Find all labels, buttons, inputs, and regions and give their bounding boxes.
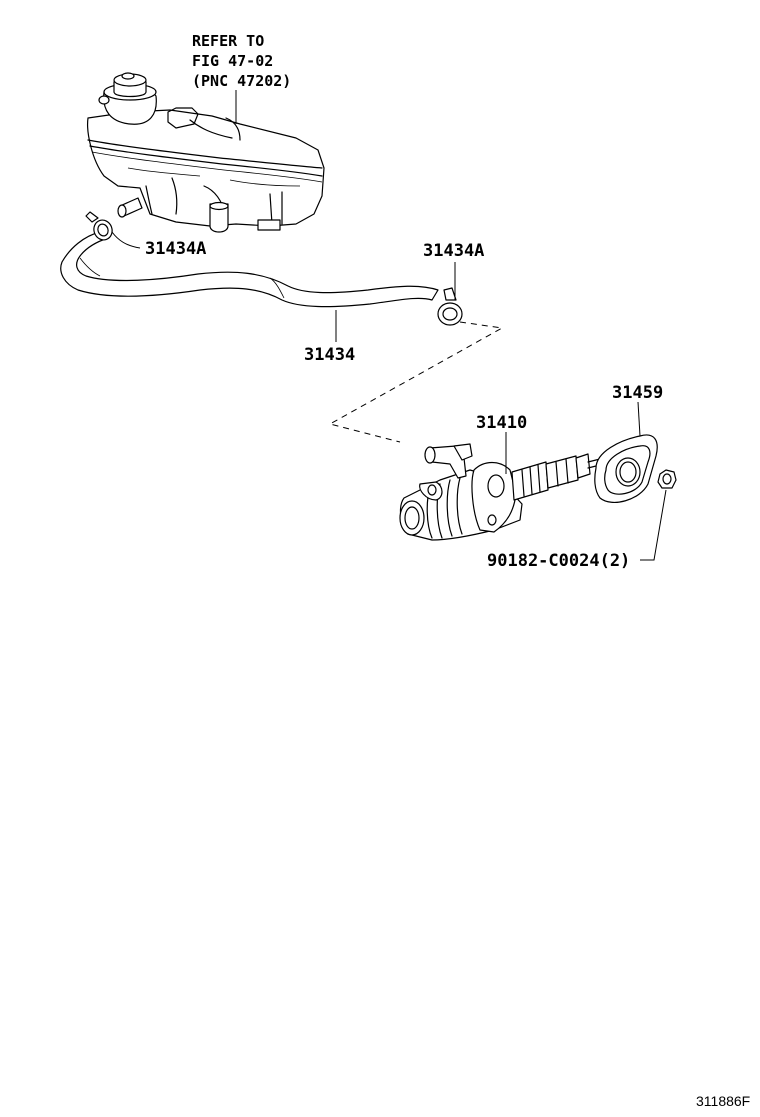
hose xyxy=(60,231,439,308)
reference-note: REFER TO FIG 47-02 (PNC 47202) xyxy=(192,32,291,90)
callout-clamp-left: 31434A xyxy=(145,239,206,259)
callout-clamp-right: 31434A xyxy=(423,241,484,261)
leader-lines xyxy=(111,90,667,561)
gasket xyxy=(594,434,658,503)
clamp-right xyxy=(437,287,463,326)
callout-gasket: 31459 xyxy=(612,383,663,403)
callout-hose: 31434 xyxy=(304,345,355,365)
brake-fluid-reservoir xyxy=(87,72,325,233)
callout-nut: 90182-C0024(2) xyxy=(487,551,630,571)
clamp-left xyxy=(85,211,113,241)
reference-line-1: REFER TO xyxy=(192,32,264,50)
callout-master-cylinder: 31410 xyxy=(476,413,527,433)
hose-connection-line xyxy=(328,321,504,443)
reference-line-2: FIG 47-02 xyxy=(192,52,273,70)
clutch-master-cylinder xyxy=(399,443,605,541)
illustration-code: 311886F xyxy=(696,1093,750,1109)
nut xyxy=(657,469,677,489)
reference-line-3: (PNC 47202) xyxy=(192,72,291,90)
